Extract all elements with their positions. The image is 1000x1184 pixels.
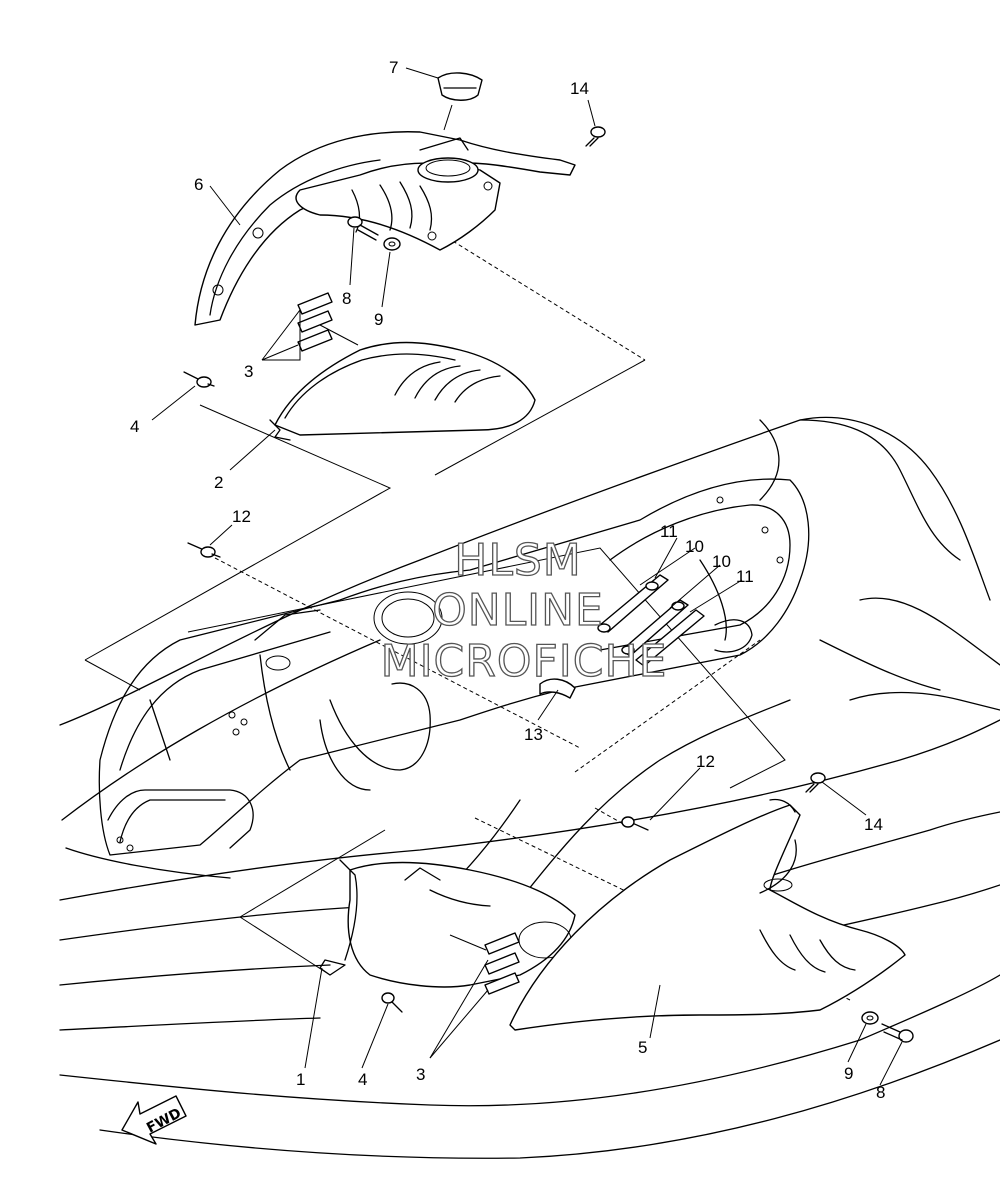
callouts: 7 14 6 8 9 3 4 2 12 11 10 10 11 13 12 14…: [130, 58, 885, 1102]
rivet-4-lower: [381, 992, 403, 1013]
part-1-lower-panel: [319, 859, 576, 988]
fasteners: [183, 126, 914, 1043]
part-2-inner-panel: [269, 341, 536, 441]
brackets: [539, 574, 705, 699]
callout-14-upper: 14: [570, 79, 589, 98]
callout-5: 5: [638, 1038, 647, 1057]
callout-9-upper: 9: [374, 310, 383, 329]
part-5-lower-cover: [509, 798, 906, 1031]
screw-14-upper: [585, 126, 606, 147]
callout-11-lower: 11: [736, 567, 754, 586]
callout-8-upper: 8: [342, 289, 351, 308]
callout-7: 7: [389, 58, 398, 77]
watermark-line2: ONLINE: [432, 585, 604, 636]
watermark-line3: MICROFICHE: [381, 636, 668, 687]
callout-12-upper: 12: [232, 507, 251, 526]
callout-2: 2: [214, 473, 223, 492]
washer-9-lower: [861, 1011, 879, 1025]
callout-1: 1: [296, 1070, 305, 1089]
watermark: HLSM ONLINE MICROFICHE: [380, 534, 668, 687]
callout-9-lower: 9: [844, 1064, 853, 1083]
callout-13: 13: [524, 725, 543, 744]
callout-10-upper: 10: [685, 537, 704, 556]
deck-frame: [98, 478, 810, 856]
screw-14-lower: [805, 772, 826, 793]
reference-planes: [84, 359, 786, 976]
part-3-pads-lower: [429, 932, 520, 1059]
callout-12-lower: 12: [696, 752, 715, 771]
callout-8-lower: 8: [876, 1083, 885, 1102]
callout-4-upper: 4: [130, 417, 139, 436]
callout-3-upper: 3: [244, 362, 253, 381]
part-6-upper-cover: [194, 131, 576, 326]
callout-6: 6: [194, 175, 203, 194]
part-7-cap: [437, 72, 483, 131]
callout-10-lower: 10: [712, 552, 731, 571]
callout-14-lower: 14: [864, 815, 883, 834]
rivet-12-upper: [187, 542, 221, 558]
part-3-pads-upper: [261, 292, 359, 361]
bolt-8-upper: [347, 216, 379, 241]
washer-9-upper: [383, 237, 401, 251]
callout-11-upper: 11: [660, 522, 678, 541]
leader-lines: [151, 67, 903, 1086]
rivet-12-lower: [621, 816, 649, 831]
callout-3-lower: 3: [416, 1065, 425, 1084]
rivet-4-upper: [183, 371, 215, 388]
bolt-8-lower: [881, 1023, 914, 1043]
callout-4-lower: 4: [358, 1070, 367, 1089]
hull-body: [59, 416, 1000, 1159]
watermark-line1: HLSM: [454, 535, 582, 586]
